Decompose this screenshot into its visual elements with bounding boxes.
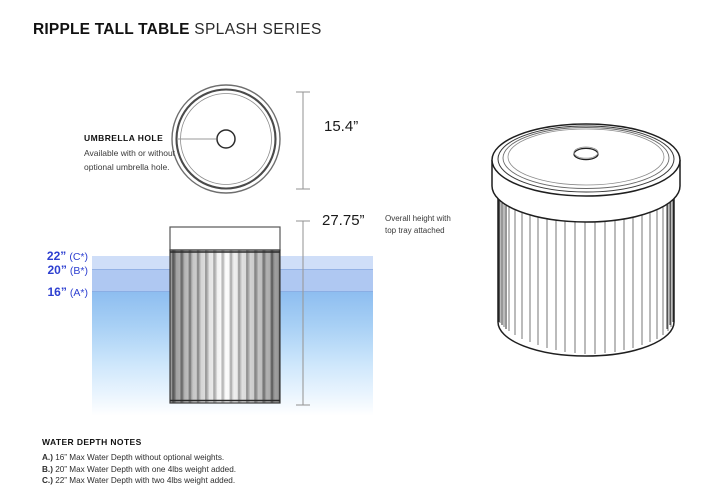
diameter-dimension-line bbox=[296, 91, 310, 190]
water-depth-label-c: 22” (C*) bbox=[26, 249, 88, 263]
iso-umbrella-hole bbox=[573, 147, 599, 161]
water-line-c bbox=[92, 269, 373, 270]
water-band-a bbox=[92, 291, 373, 416]
page-title-series: SPLASH SERIES bbox=[194, 21, 322, 38]
umbrella-hole-callout: UMBRELLA HOLE Available with or without … bbox=[84, 133, 180, 174]
water-depth-note-b-text: 20” Max Water Depth with one 4lbs weight… bbox=[55, 464, 237, 474]
page-title-product: RIPPLE TALL TABLE bbox=[33, 21, 190, 38]
umbrella-hole-top-view bbox=[216, 129, 236, 149]
water-depth-value-b: 20” bbox=[47, 263, 67, 277]
water-band-c bbox=[92, 256, 373, 269]
iso-tray-top bbox=[491, 123, 681, 197]
diameter-dimension-label: 15.4” bbox=[324, 118, 359, 135]
iso-body-outline bbox=[497, 186, 675, 357]
water-depth-note-b-key: B.) bbox=[42, 464, 53, 474]
iso-body-flutes bbox=[499, 190, 672, 354]
water-depth-code-c: (C*) bbox=[69, 251, 88, 263]
water-depth-notes-heading: WATER DEPTH NOTES bbox=[42, 437, 142, 447]
overall-height-note: Overall height with top tray attached bbox=[385, 213, 459, 237]
water-depth-note-c-key: C.) bbox=[42, 476, 53, 486]
umbrella-hole-heading: UMBRELLA HOLE bbox=[84, 133, 164, 143]
water-depth-note-c-text: 22” Max Water Depth with two 4lbs weight… bbox=[55, 476, 236, 486]
water-depth-note-a-key: A.) bbox=[42, 453, 53, 462]
water-depth-note-c: C.) 22” Max Water Depth with two 4lbs we… bbox=[42, 475, 372, 487]
water-depth-label-a: 16” (A*) bbox=[26, 285, 88, 299]
water-band-b bbox=[92, 269, 373, 291]
height-dimension-label: 27.75” bbox=[322, 212, 365, 229]
water-line-b bbox=[92, 291, 373, 292]
water-depth-code-b: (B*) bbox=[69, 265, 88, 277]
water-depth-value-c: 22” bbox=[46, 249, 67, 263]
top-plan-view bbox=[171, 84, 281, 194]
water-depth-note-a: A.) 16” Max Water Depth without optional… bbox=[42, 452, 372, 464]
page-title: RIPPLE TALL TABLE SPLASH SERIES bbox=[33, 21, 322, 39]
overall-height-note-body: Overall height with top tray attached bbox=[385, 214, 451, 235]
water-depth-note-b: B.) 20” Max Water Depth with one 4lbs we… bbox=[42, 464, 372, 476]
front-view-top-tray bbox=[169, 226, 281, 251]
water-depth-label-b: 20” (B*) bbox=[26, 263, 88, 277]
iso-tray-rim bbox=[491, 160, 681, 223]
water-level-graphic bbox=[92, 256, 373, 416]
water-depth-code-a: (A*) bbox=[69, 287, 88, 299]
water-depth-note-a-text: 16” Max Water Depth without optional wei… bbox=[55, 453, 225, 462]
isometric-product-view bbox=[491, 123, 681, 357]
water-depth-notes: WATER DEPTH NOTES A.) 16” Max Water Dept… bbox=[42, 437, 372, 487]
umbrella-hole-body: Available with or without optional umbre… bbox=[84, 148, 176, 172]
water-depth-value-a: 16” bbox=[47, 285, 67, 299]
